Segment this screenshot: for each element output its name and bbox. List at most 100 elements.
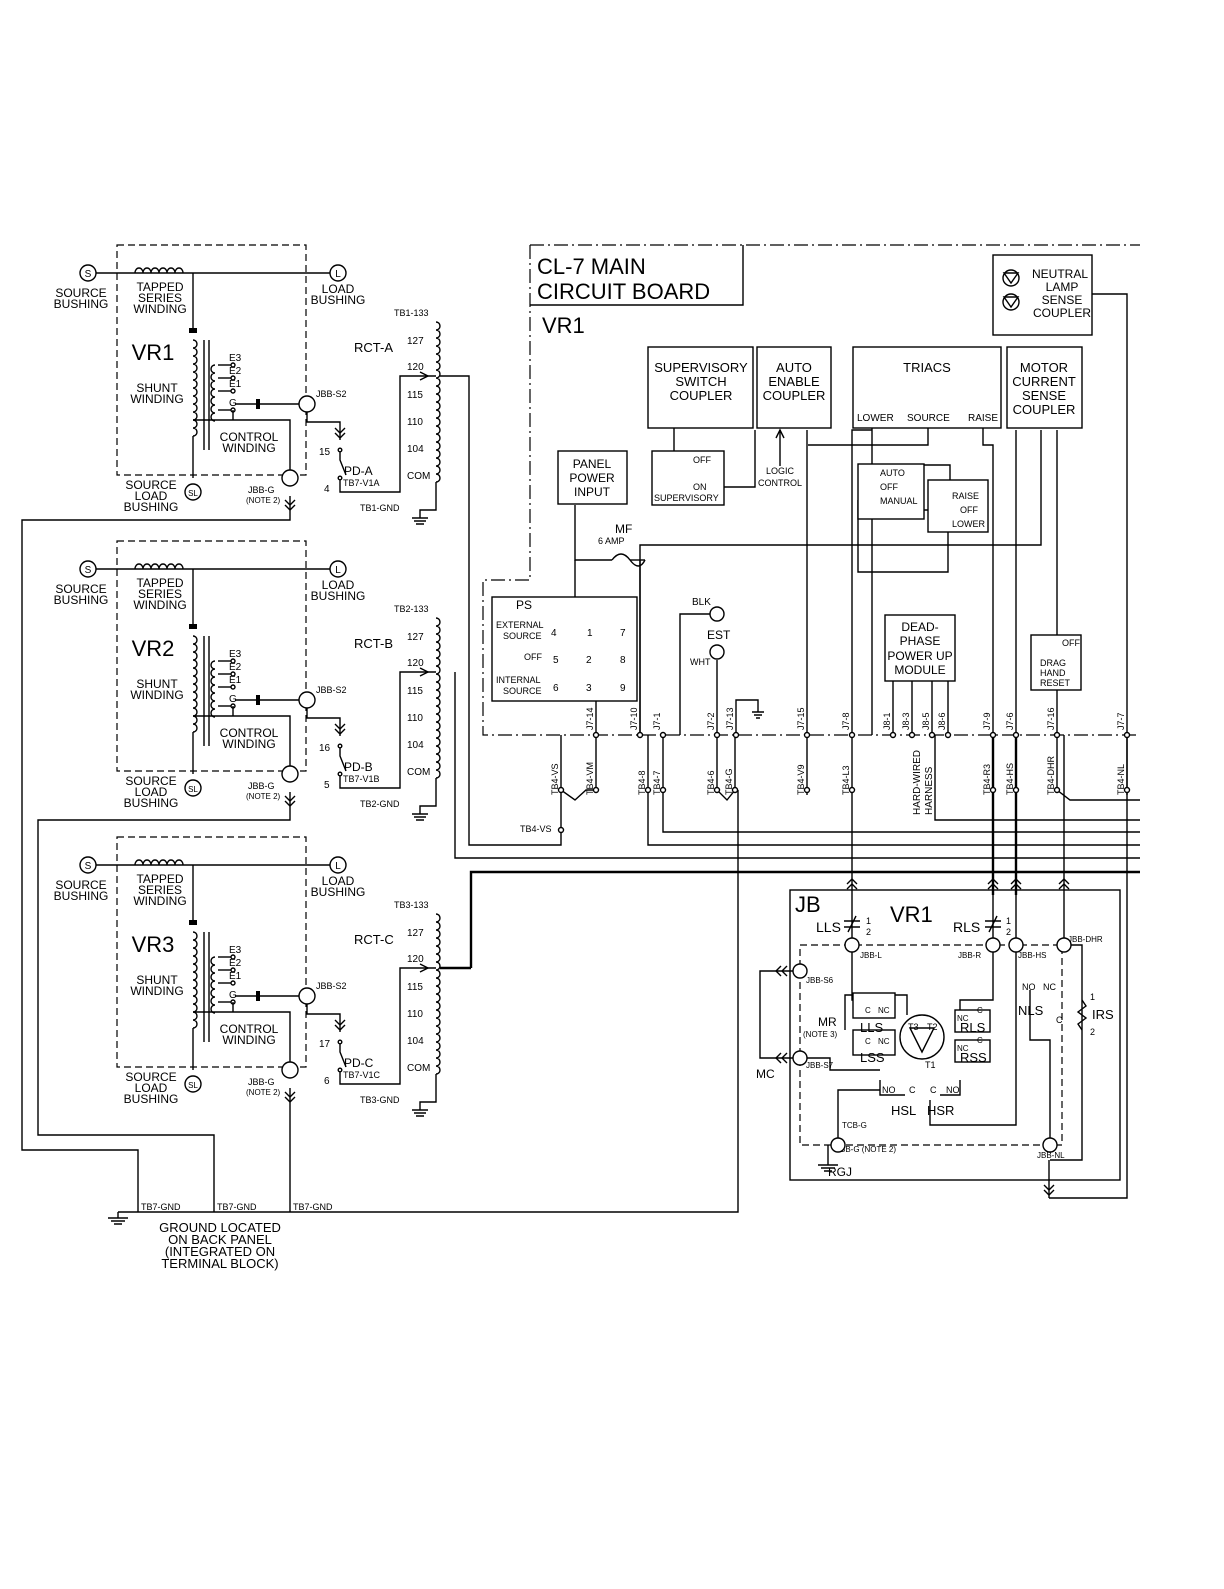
neutral-lamp-coupler: NEUTRAL LAMP SENSE COUPLER	[1002, 267, 1091, 320]
jbb-g-label: JBB-G	[248, 485, 275, 495]
tb4-pin	[659, 786, 667, 794]
svg-text:9: 9	[620, 683, 626, 694]
shunt-winding-label: SHUNT	[136, 381, 178, 395]
tb-gnd-label: TB2-GND	[360, 799, 400, 809]
connector-pin	[1012, 731, 1020, 739]
svg-text:COUPLER: COUPLER	[763, 388, 826, 403]
svg-text:HSR: HSR	[927, 1103, 954, 1118]
rct-tap-label: 104	[407, 1036, 424, 1047]
rct-label: RCT-C	[354, 932, 394, 947]
series-winding-label: TAPPED	[136, 576, 183, 590]
jbb-g-terminal	[281, 469, 299, 487]
svg-text:NO: NO	[946, 1085, 960, 1095]
svg-text:6: 6	[553, 683, 559, 694]
supervisory-switch-coupler: SUPERVISORY SWITCH COUPLER	[654, 360, 748, 403]
series-winding-label: SERIES	[138, 291, 182, 305]
drag-hand-reset: OFF DRAG HAND RESET	[1040, 638, 1080, 688]
svg-text:2: 2	[1090, 1027, 1095, 1037]
svg-text:4: 4	[551, 628, 557, 639]
svg-text:MF: MF	[615, 522, 632, 536]
rct-tap-label: COM	[407, 1063, 430, 1074]
sl-bushing-label: LOAD	[135, 785, 168, 799]
lamp-icon	[1002, 293, 1020, 311]
svg-text:2: 2	[866, 927, 871, 937]
connector-chevron	[1058, 878, 1070, 890]
svg-text:NEUTRAL: NEUTRAL	[1032, 267, 1088, 281]
pd-bot-num: 5	[324, 780, 330, 791]
harness-label-1: HARD-WIRED	[912, 750, 923, 815]
tb-gnd-label: TB3-GND	[360, 1095, 400, 1105]
svg-text:NC: NC	[957, 1044, 969, 1053]
connector-pin	[803, 731, 811, 739]
tb-gnd-label: TB1-GND	[360, 503, 400, 513]
svg-text:RLS: RLS	[960, 1020, 986, 1035]
tb4-label: TB4-VM	[585, 762, 595, 795]
tap-e1: E1	[229, 971, 242, 982]
tb4-label: TB4-G	[724, 768, 734, 795]
connector-pin	[989, 731, 997, 739]
connector-pin	[889, 731, 897, 739]
svg-text:HAND: HAND	[1040, 668, 1066, 678]
connector-pin	[713, 731, 721, 739]
sl-bushing-symbol: SL	[188, 1081, 198, 1090]
board-title-1: CL-7 MAIN	[537, 254, 646, 279]
pd-top-num: 17	[319, 1039, 331, 1050]
svg-text:POWER: POWER	[569, 471, 615, 485]
svg-text:RGJ: RGJ	[828, 1165, 852, 1179]
tb4-label: TB4-HS	[1005, 763, 1015, 795]
sl-bushing-label: BUSHING	[124, 500, 179, 514]
power-switch: PS EXTERNAL SOURCE OFF INTERNAL SOURCE 4…	[496, 598, 626, 696]
tap-e2: E2	[229, 958, 242, 969]
rct-tap-label: 120	[407, 658, 424, 669]
note-label: (NOTE 2)	[246, 496, 281, 505]
connector-pin	[1053, 731, 1061, 739]
svg-text:NC: NC	[878, 1037, 890, 1046]
tap-g: G	[229, 694, 237, 705]
svg-text:T3: T3	[908, 1022, 919, 1032]
tb4-pin	[1053, 786, 1061, 794]
svg-text:EXTERNAL: EXTERNAL	[496, 620, 544, 630]
rls-contact	[985, 915, 1001, 933]
shunt-winding-label: WINDING	[130, 688, 183, 702]
rct-tap-label: 127	[407, 928, 424, 939]
tb4-label: TB4-VS	[550, 763, 560, 795]
shunt-winding-label: SHUNT	[136, 677, 178, 691]
tap-e3: E3	[229, 353, 242, 364]
pd-tb-label: TB7-V1C	[343, 1070, 381, 1080]
svg-text:LSS: LSS	[860, 1050, 885, 1065]
tb4-pin	[713, 786, 721, 794]
connector-chevron	[1010, 878, 1022, 890]
svg-text:INPUT: INPUT	[574, 485, 611, 499]
svg-text:ON BACK PANEL: ON BACK PANEL	[168, 1232, 272, 1247]
harness-label-2: HARNESS	[924, 766, 935, 815]
source-bushing-label: SOURCE	[55, 582, 106, 596]
rct-tap-label: 120	[407, 954, 424, 965]
svg-text:SUPERVISORY: SUPERVISORY	[654, 360, 748, 375]
tb4-label: TB4-L3	[841, 765, 851, 795]
connector-label: J8-5	[921, 712, 931, 730]
svg-text:SOURCE: SOURCE	[907, 413, 950, 424]
connector-label: J7-2	[706, 712, 716, 730]
rct-tap-label: 115	[407, 686, 423, 697]
svg-text:LAMP: LAMP	[1046, 280, 1079, 294]
jbb-s2-label: JBB-S2	[316, 389, 347, 399]
svg-text:TERMINAL BLOCK): TERMINAL BLOCK)	[161, 1256, 278, 1271]
connector-chevron	[775, 965, 788, 977]
svg-text:PS: PS	[516, 598, 532, 612]
connector-pin	[732, 731, 740, 739]
svg-text:OFF: OFF	[880, 482, 898, 492]
svg-text:OFF: OFF	[1062, 638, 1080, 648]
svg-text:OFF: OFF	[693, 455, 711, 465]
jbb-s2-terminal	[298, 987, 316, 1005]
shunt-winding-label: WINDING	[130, 984, 183, 998]
tb4-pin	[592, 786, 600, 794]
tap-e1: E1	[229, 379, 242, 390]
svg-text:NC: NC	[1043, 982, 1056, 992]
svg-text:MANUAL: MANUAL	[880, 496, 918, 506]
series-winding-label: WINDING	[133, 302, 186, 316]
svg-text:C: C	[977, 1036, 983, 1045]
svg-text:INTERNAL: INTERNAL	[496, 675, 541, 685]
